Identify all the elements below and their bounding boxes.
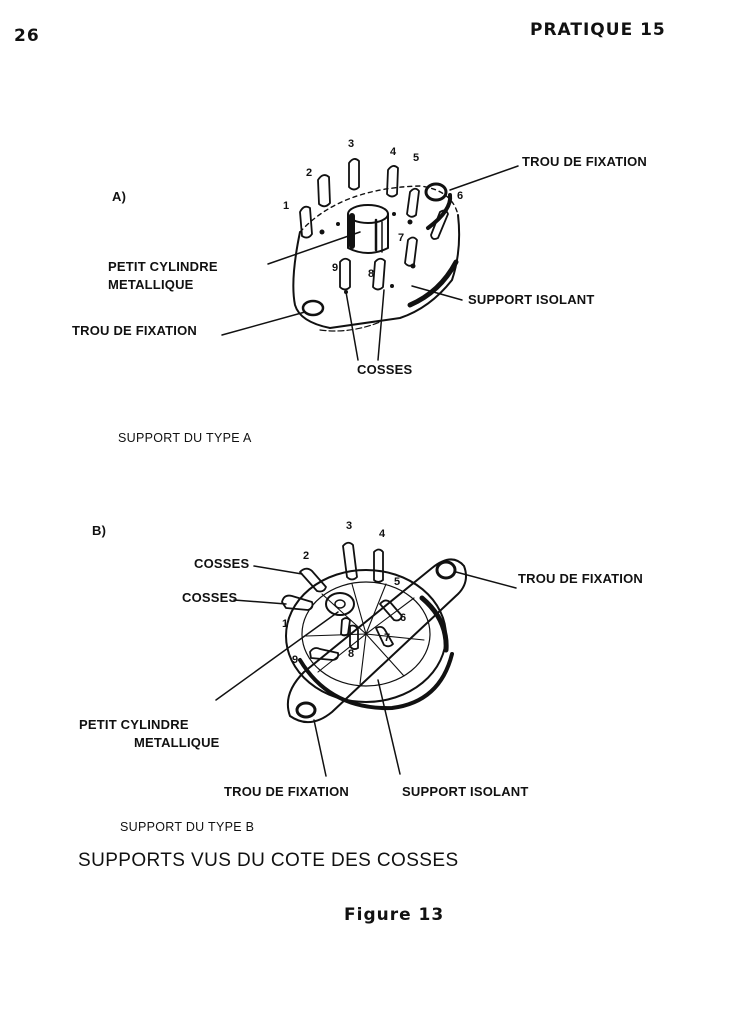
socket-type-a-drawing <box>221 158 519 361</box>
figure-label: Figure 13 <box>344 905 445 925</box>
pin-number-a: 7 <box>398 232 405 244</box>
label-petit-cylindre-a-line1: PETIT CYLINDRE <box>108 259 218 274</box>
label-support-isolant-a: SUPPORT ISOLANT <box>468 292 595 307</box>
page-header-title: PRATIQUE 15 <box>530 20 666 40</box>
caption-support-type-b: SUPPORT DU TYPE B <box>120 820 255 834</box>
label-cosses-a: COSSES <box>357 362 413 377</box>
label-petit-cylindre-b-line2: METALLIQUE <box>134 735 220 750</box>
pin-number-a: 5 <box>413 152 420 164</box>
main-caption: SUPPORTS VUS DU COTE DES COSSES <box>78 850 459 871</box>
label-petit-cylindre-a-line2: METALLIQUE <box>108 277 194 292</box>
pin-number-b: 2 <box>303 550 310 562</box>
socket-type-b-drawing <box>215 541 517 777</box>
pin-number-b: 8 <box>348 648 355 660</box>
page-number: 26 <box>14 26 40 46</box>
pin-number-a: 9 <box>332 262 339 274</box>
pin-number-a: 4 <box>390 146 397 158</box>
pin-number-b: 9 <box>292 654 299 666</box>
pin-number-b: 4 <box>379 528 386 540</box>
label-trou-fixation-b-right: TROU DE FIXATION <box>518 571 644 586</box>
diagram-b-tag: B) <box>92 523 107 538</box>
pin-number-b: 1 <box>282 618 289 630</box>
diagram-a-tag: A) <box>112 189 127 204</box>
label-trou-fixation-a-top: TROU DE FIXATION <box>522 154 648 169</box>
pin-number-a: 3 <box>348 138 355 150</box>
label-trou-fixation-a-left: TROU DE FIXATION <box>72 323 198 338</box>
pin-number-b: 7 <box>384 632 391 644</box>
label-trou-fixation-b-bottom: TROU DE FIXATION <box>224 784 350 799</box>
pin-number-b: 6 <box>400 612 407 624</box>
pin-number-b: 3 <box>346 520 353 532</box>
label-cosses-b-1: COSSES <box>194 556 250 571</box>
pin-number-a: 1 <box>283 200 290 212</box>
label-support-isolant-b: SUPPORT ISOLANT <box>402 784 529 799</box>
label-cosses-b-2: COSSES <box>182 590 238 605</box>
pin-number-a: 8 <box>368 268 375 280</box>
pin-number-a: 6 <box>457 190 464 202</box>
pin-number-b: 5 <box>394 576 401 588</box>
label-petit-cylindre-b-line1: PETIT CYLINDRE <box>79 717 189 732</box>
caption-support-type-a: SUPPORT DU TYPE A <box>118 431 252 445</box>
pin-number-a: 2 <box>306 167 313 179</box>
